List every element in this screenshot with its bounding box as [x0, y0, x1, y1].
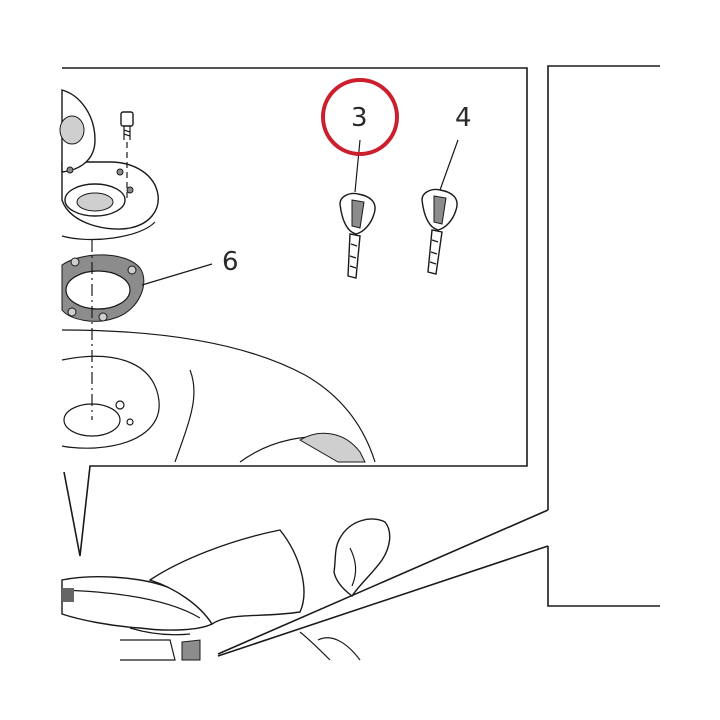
tank-bolt-hole	[115, 400, 125, 410]
tank-edge-line	[174, 369, 195, 463]
callout-4: 4	[455, 103, 472, 133]
callout-6: 6	[222, 247, 239, 277]
leader-line-4	[439, 139, 459, 191]
leader-line-6	[141, 263, 213, 286]
key-icon	[421, 188, 458, 275]
overview-fuel-cap-detail	[181, 639, 201, 661]
tank-shadow	[299, 432, 366, 463]
zoom-leader-lines	[217, 509, 549, 657]
leader-line-3	[354, 139, 361, 193]
fuel-cap	[59, 89, 159, 241]
key-icon	[339, 192, 376, 279]
tank-outline-detail	[61, 329, 376, 463]
motorcycle-overview	[61, 518, 391, 661]
tank-bolt-hole-2	[126, 418, 134, 426]
gasket-ring	[61, 254, 145, 322]
tank-inner-curve	[61, 355, 160, 449]
inset-frame	[62, 67, 528, 557]
detail-inset: 6 3 4	[59, 67, 528, 557]
overview-dark-part	[62, 588, 74, 602]
right-panel-frame	[547, 65, 660, 607]
screw	[120, 111, 134, 200]
highlight-circle-icon	[321, 78, 399, 156]
callout-3: 3	[351, 103, 368, 133]
